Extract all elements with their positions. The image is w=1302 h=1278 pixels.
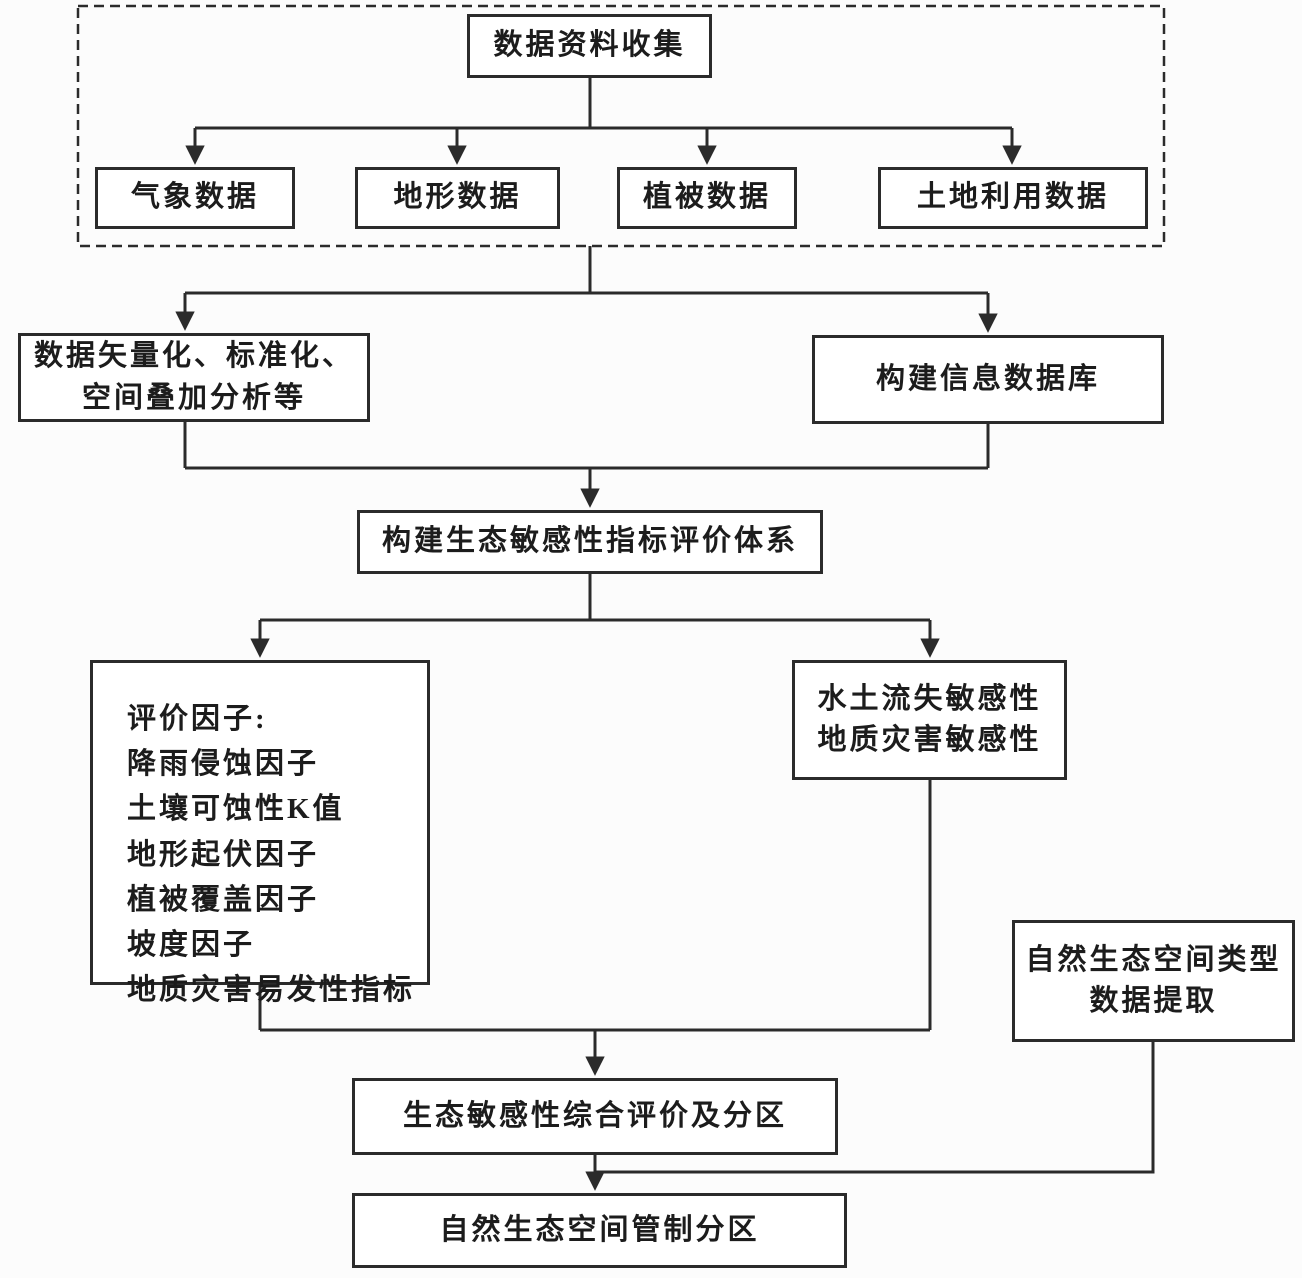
- node-vectorize-line2: 空间叠加分析等: [81, 381, 306, 414]
- node-vegetation-data-label: 植被数据: [642, 181, 771, 214]
- node-sensitivity-line2: 地质灾害敏感性: [817, 724, 1042, 756]
- node-weather-data: 气象数据: [95, 167, 295, 229]
- node-vectorize: 数据矢量化、标准化、 空间叠加分析等: [18, 333, 370, 422]
- data-collection-group-frame: [76, 4, 1166, 248]
- node-database-label: 构建信息数据库: [875, 362, 1100, 395]
- connector-index-distributor: [260, 574, 930, 622]
- node-vectorize-line1: 数据矢量化、标准化、: [33, 340, 354, 373]
- factor-item: 坡度因子: [127, 929, 256, 962]
- node-terrain-data: 地形数据: [355, 167, 560, 229]
- node-comprehensive-evaluation: 生态敏感性综合评价及分区: [352, 1078, 838, 1155]
- node-database: 构建信息数据库: [812, 335, 1164, 424]
- factors-title: 评价因子:: [127, 703, 268, 735]
- node-eco-space-extract-line2: 数据提取: [1089, 985, 1218, 1017]
- node-data-collection-label: 数据资料收集: [493, 29, 686, 62]
- node-sensitivity: 水土流失敏感性 地质灾害敏感性: [792, 660, 1067, 780]
- connector-extract-to-final: [595, 1042, 1155, 1174]
- node-final-zoning-label: 自然生态空间管制分区: [439, 1213, 760, 1246]
- node-terrain-data-label: 地形数据: [393, 181, 522, 214]
- node-weather-data-label: 气象数据: [130, 181, 259, 214]
- factor-item: 地形起伏因子: [127, 838, 320, 871]
- node-index-system-label: 构建生态敏感性指标评价体系: [381, 525, 798, 558]
- node-data-collection: 数据资料收集: [467, 14, 712, 78]
- node-vegetation-data: 植被数据: [617, 167, 797, 229]
- node-landuse-data-label: 土地利用数据: [916, 181, 1109, 214]
- node-final-zoning: 自然生态空间管制分区: [352, 1193, 847, 1268]
- node-index-system: 构建生态敏感性指标评价体系: [357, 510, 823, 574]
- connector-merge-to-index: [183, 422, 990, 470]
- factor-item: 地质灾害易发性指标: [127, 974, 416, 1007]
- node-landuse-data: 土地利用数据: [878, 167, 1148, 229]
- node-eco-space-extract-line1: 自然生态空间类型: [1025, 943, 1282, 976]
- node-comprehensive-evaluation-label: 生态敏感性综合评价及分区: [402, 1099, 787, 1132]
- factor-item: 降雨侵蚀因子: [127, 748, 320, 781]
- factor-item: 土壤可蚀性K值: [127, 793, 345, 826]
- node-evaluation-factors: 评价因子: 降雨侵蚀因子 土壤可蚀性K值 地形起伏因子 植被覆盖因子 坡度因子 …: [90, 660, 430, 1006]
- node-sensitivity-line1: 水土流失敏感性: [817, 682, 1042, 715]
- node-eco-space-extract: 自然生态空间类型 数据提取: [1012, 920, 1295, 1042]
- factor-item: 植被覆盖因子: [127, 883, 320, 916]
